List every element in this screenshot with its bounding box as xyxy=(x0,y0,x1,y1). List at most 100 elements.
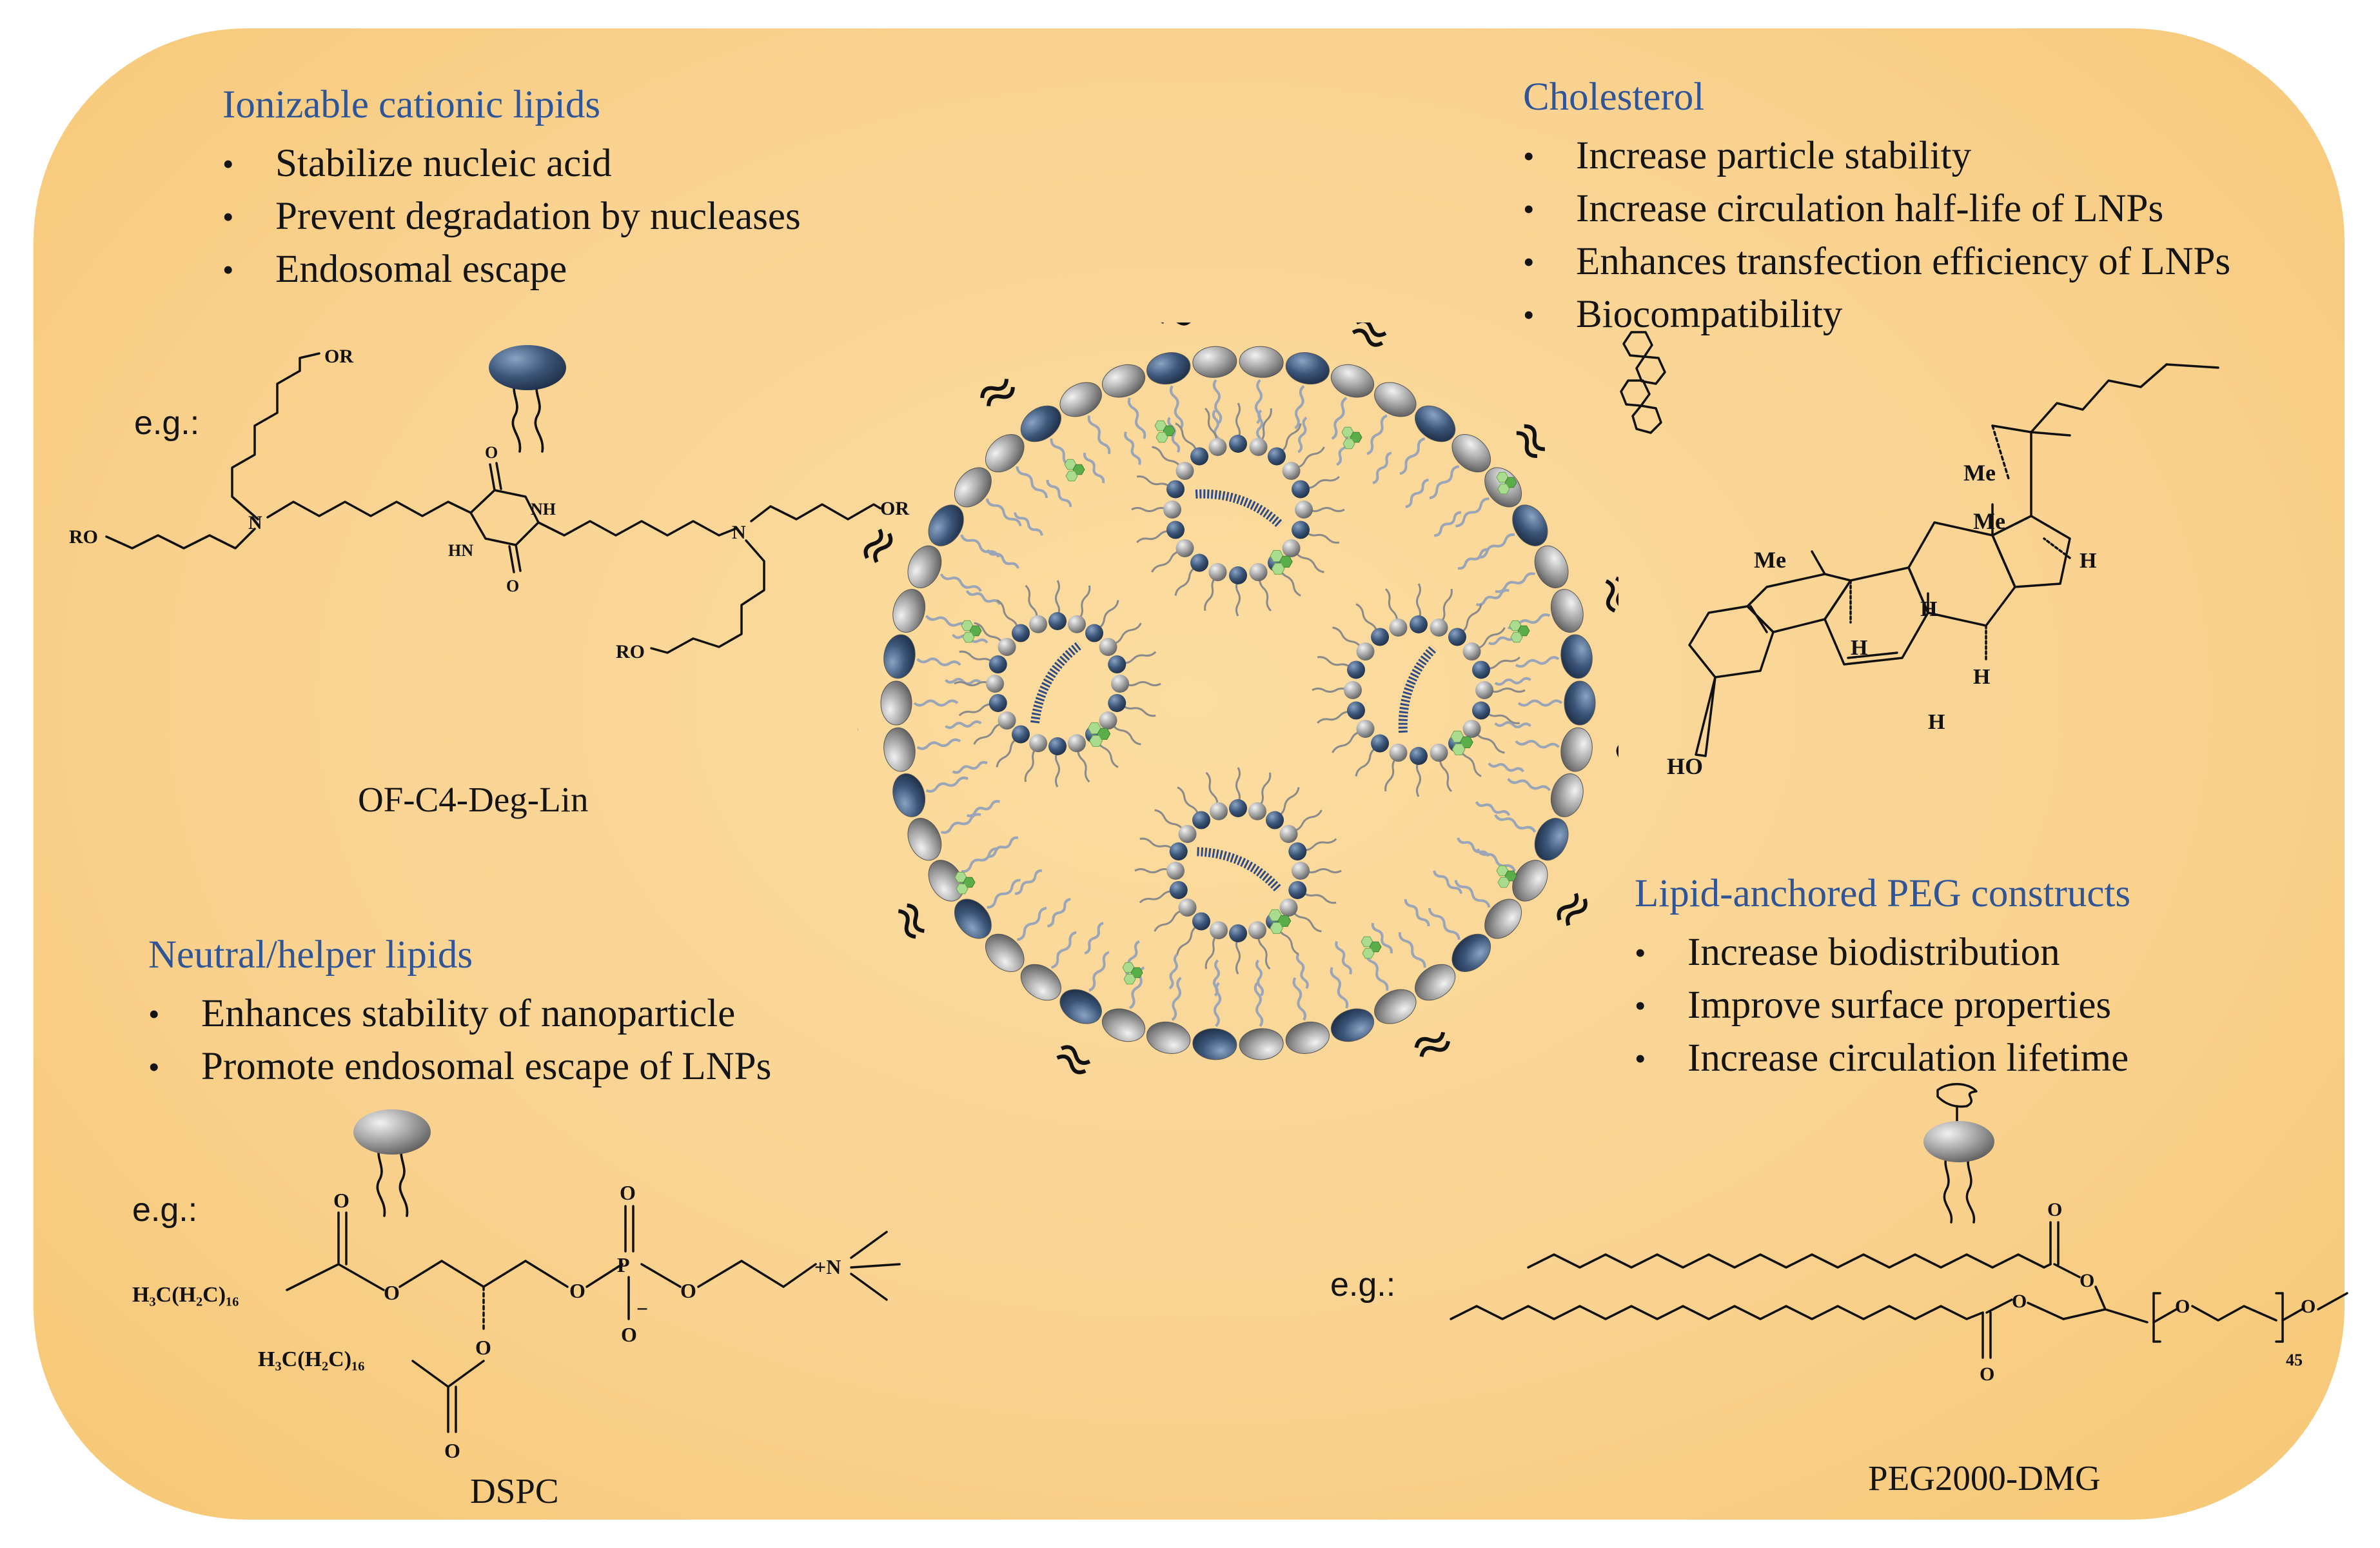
micelle-tail xyxy=(958,703,994,717)
svg-text:H: H xyxy=(1973,665,1990,689)
of-c4-deg-lin-structure: OR RO N O O NH HN N OR RO xyxy=(69,346,909,662)
svg-text:NH: NH xyxy=(531,500,556,519)
peg-chain xyxy=(980,379,1015,406)
lipid-tail xyxy=(1255,959,1264,997)
micelle-head xyxy=(1011,725,1030,744)
peg-section: Lipid-anchored PEG constructs Increase b… xyxy=(1635,874,2130,1085)
micelle-head xyxy=(1389,618,1408,637)
micelle-head xyxy=(1356,719,1375,738)
micelle-tail xyxy=(1151,550,1181,573)
micelle-tail xyxy=(1131,507,1168,512)
lnp-cross-section xyxy=(858,322,1618,1075)
micelle-tail xyxy=(1121,651,1157,664)
micelle-tail xyxy=(1317,711,1352,724)
cholesterol-icon xyxy=(1620,331,1666,434)
micelle-tail xyxy=(1279,423,1302,453)
micelle-head xyxy=(1048,612,1067,630)
micelle-head xyxy=(1248,921,1266,940)
micelle-tail xyxy=(1154,809,1185,831)
lipid-tail xyxy=(1171,977,1182,1022)
micelle-head xyxy=(1163,501,1181,519)
cholesterol-molecule xyxy=(963,877,976,888)
micelle-tail xyxy=(1312,688,1348,693)
micelle-head xyxy=(1295,501,1313,519)
micelle-head xyxy=(1448,628,1466,646)
cholesterol-molecule xyxy=(1072,464,1085,475)
lipid-tail xyxy=(1477,533,1515,559)
lipid-tail xyxy=(1429,465,1460,500)
micelle-head xyxy=(1288,880,1307,899)
micelle-head xyxy=(1192,912,1210,931)
micelle-tail xyxy=(1332,731,1362,753)
peg-compound-name: PEG2000-DMG xyxy=(1868,1458,2101,1498)
micelle-tail xyxy=(1111,723,1141,746)
micelle-head xyxy=(1190,553,1209,572)
micelle-head xyxy=(1067,734,1086,753)
micelle-tail xyxy=(1112,622,1142,645)
cholesterol-molecule xyxy=(1271,562,1285,575)
micelle-tail xyxy=(1439,588,1453,624)
cholesterol-molecule xyxy=(969,625,982,637)
micelle-head xyxy=(1175,539,1194,557)
lipid-tail xyxy=(1488,762,1525,773)
lipid-tail xyxy=(1168,953,1179,990)
lipid-tail xyxy=(1515,656,1560,668)
svg-text:OR: OR xyxy=(880,498,909,519)
cholesterol-molecule xyxy=(1163,425,1175,437)
lipid-tail xyxy=(1046,479,1072,507)
svg-text:O: O xyxy=(475,1336,491,1359)
micelle-tail xyxy=(1355,603,1378,633)
micelle-head xyxy=(1430,744,1448,762)
micelle-head xyxy=(1371,628,1390,646)
svg-text:H₃C(H₂C)₁₆: H₃C(H₂C)₁₆ xyxy=(258,1347,364,1371)
micelle-head xyxy=(1282,462,1301,481)
micelle-tail xyxy=(1204,576,1217,611)
lipid-tail xyxy=(985,498,1022,526)
micelle-tail xyxy=(1384,757,1398,792)
micelle-tail xyxy=(1257,935,1271,970)
micelle-head xyxy=(1249,437,1268,456)
micelle-head xyxy=(1462,642,1481,661)
lipid-head xyxy=(1374,989,1417,1024)
lipid-tail xyxy=(1167,417,1181,453)
lipid-head xyxy=(1146,1021,1191,1054)
micelle-tail xyxy=(1154,909,1184,932)
svg-text:H: H xyxy=(1928,710,1945,734)
micelle-head xyxy=(1462,719,1481,738)
lipid-tail xyxy=(1050,931,1077,969)
micelle-tail xyxy=(1121,704,1156,717)
lipid-tail xyxy=(1292,977,1307,1021)
lipid-tail xyxy=(1294,384,1305,430)
lipid-head xyxy=(1560,634,1593,679)
lipid-head xyxy=(1239,346,1284,378)
cholesterol-title: Cholesterol xyxy=(1523,75,1705,119)
svg-text:RO: RO xyxy=(616,641,645,662)
cholesterol-molecule xyxy=(1504,870,1517,882)
micelle-tail xyxy=(1294,550,1324,573)
lipid-head xyxy=(1239,1028,1284,1060)
lipid-tail xyxy=(987,878,1021,909)
svg-text:HO: HO xyxy=(1667,753,1703,779)
micelle-head xyxy=(1344,681,1362,699)
mrna-strand xyxy=(1030,640,1083,724)
micelle-tail xyxy=(1139,890,1174,904)
micelle-tail xyxy=(973,722,1003,745)
lipid-head xyxy=(1330,364,1375,398)
lipid-head xyxy=(1451,933,1491,972)
micelle-head xyxy=(1108,655,1126,674)
cholesterol-molecule xyxy=(1089,735,1103,747)
lipid-tail xyxy=(960,534,1000,558)
lipid-tail xyxy=(945,720,982,729)
micelle-head xyxy=(1178,898,1197,917)
bullet-item: Prevent degradation by nucleases xyxy=(222,190,801,243)
cholesterol-molecule xyxy=(1451,743,1466,755)
micelle-head xyxy=(1166,521,1185,539)
lipid-tail xyxy=(944,677,982,685)
lipid-tail xyxy=(1507,778,1551,791)
micelle-head xyxy=(1279,898,1298,917)
lipid-tail xyxy=(1371,922,1393,954)
lipid-tail xyxy=(1087,415,1111,455)
lipid-head-icon xyxy=(489,345,566,453)
lipid-head xyxy=(954,898,992,939)
lipid-head xyxy=(1564,680,1596,726)
